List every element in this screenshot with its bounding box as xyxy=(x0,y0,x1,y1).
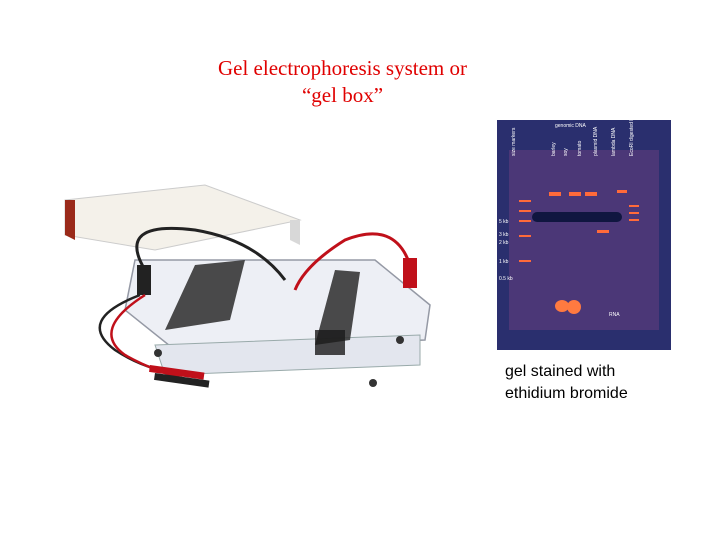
lane-label: lambda DNA xyxy=(611,127,617,156)
genomic-dna-label: genomic DNA xyxy=(555,123,587,129)
lane-label: tomato xyxy=(577,140,583,156)
caption-line-2: ethidium bromide xyxy=(505,385,628,402)
gel-caption: gel stained with ethidium bromide xyxy=(505,361,628,405)
size-label: 3 kb xyxy=(499,232,509,238)
size-label: 2 kb xyxy=(499,240,509,246)
lane-label: barley xyxy=(551,142,557,156)
lane-label: size markers xyxy=(511,127,517,156)
lane-label: plasmid DNA xyxy=(593,126,599,156)
title-line-2: “gel box” xyxy=(301,83,384,107)
caption-line-1: gel stained with xyxy=(505,363,616,380)
title-line-1: Gel electrophoresis system or xyxy=(217,56,468,80)
size-label: 5 kb xyxy=(499,219,509,225)
gel-box-photo xyxy=(64,184,431,388)
lane-label: EcoRI digested lambda DNA xyxy=(629,120,635,156)
lane-label: soy xyxy=(563,148,569,156)
size-label: 0.5 kb xyxy=(499,276,513,282)
rna-label: RNA xyxy=(609,312,620,318)
size-label: 1 kb xyxy=(499,259,509,265)
stained-gel-photo: genomic DNA size markers barley soy tomato p… xyxy=(497,120,671,350)
slide-title: Gel electrophoresis system or “gel box” xyxy=(150,55,535,109)
